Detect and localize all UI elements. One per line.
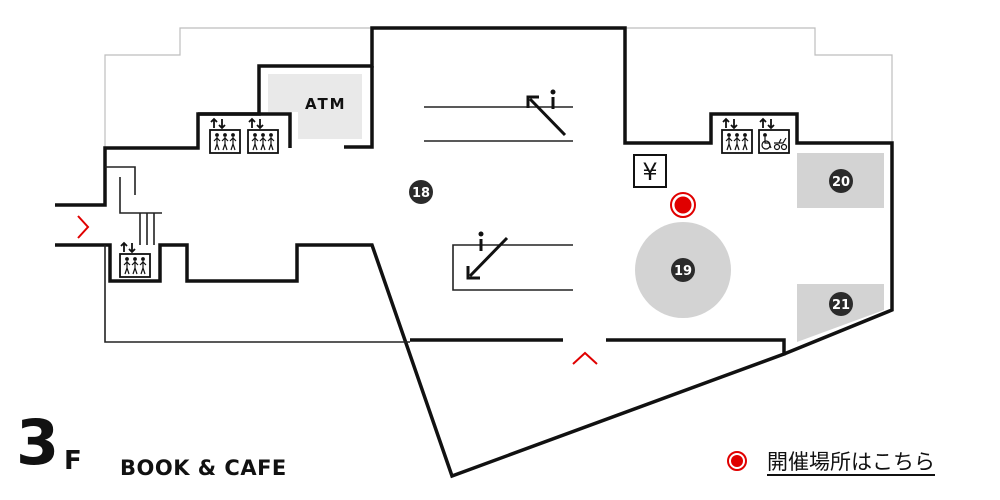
escalator-down-box (452, 244, 573, 291)
currency-exchange-icon[interactable]: ¥ (633, 154, 667, 188)
floor-name: BOOK & CAFE (120, 456, 287, 480)
area-number: 19 (674, 264, 692, 279)
building-outline (104, 27, 893, 148)
area-badge-21[interactable]: 21 (829, 292, 853, 316)
atm-label: ATM (305, 95, 347, 113)
area-badge-20[interactable]: 20 (829, 169, 853, 193)
area-number: 20 (832, 175, 850, 190)
escalator-down-icon[interactable] (466, 231, 509, 280)
wheelchair-elevator-icon[interactable] (758, 117, 790, 154)
elevator-icon[interactable] (247, 117, 279, 154)
wall-elevator-box-top-left (198, 112, 292, 148)
yen-symbol: ¥ (642, 158, 657, 186)
venue-marker-icon (727, 451, 747, 471)
floor-unit: F (64, 446, 82, 476)
entrance-west-arrow-icon[interactable] (77, 215, 90, 239)
wall-lower-left (55, 243, 786, 479)
area-number: 21 (832, 298, 850, 313)
area-badge-18[interactable]: 18 (409, 180, 433, 204)
elevator-icon[interactable] (721, 117, 753, 154)
escalator-up-icon[interactable] (526, 89, 567, 137)
wall-upper (55, 26, 894, 356)
area-badge-19[interactable]: 19 (671, 258, 695, 282)
atm-area: ATM (268, 74, 362, 139)
floor-number: 3 (16, 406, 60, 479)
inner-corridor-line (104, 245, 410, 343)
stairs (105, 166, 162, 245)
elevator-icon[interactable] (119, 241, 151, 278)
entrance-south-arrow-icon[interactable] (572, 351, 598, 365)
legend: 開催場所はこちら (727, 446, 935, 476)
elevator-icon[interactable] (209, 117, 241, 154)
escalator-up-lines (424, 106, 573, 142)
wall-atm-right (344, 66, 374, 149)
area-number: 18 (412, 186, 430, 201)
venue-link[interactable]: 開催場所はこちら (767, 450, 935, 474)
venue-marker[interactable] (670, 192, 696, 218)
